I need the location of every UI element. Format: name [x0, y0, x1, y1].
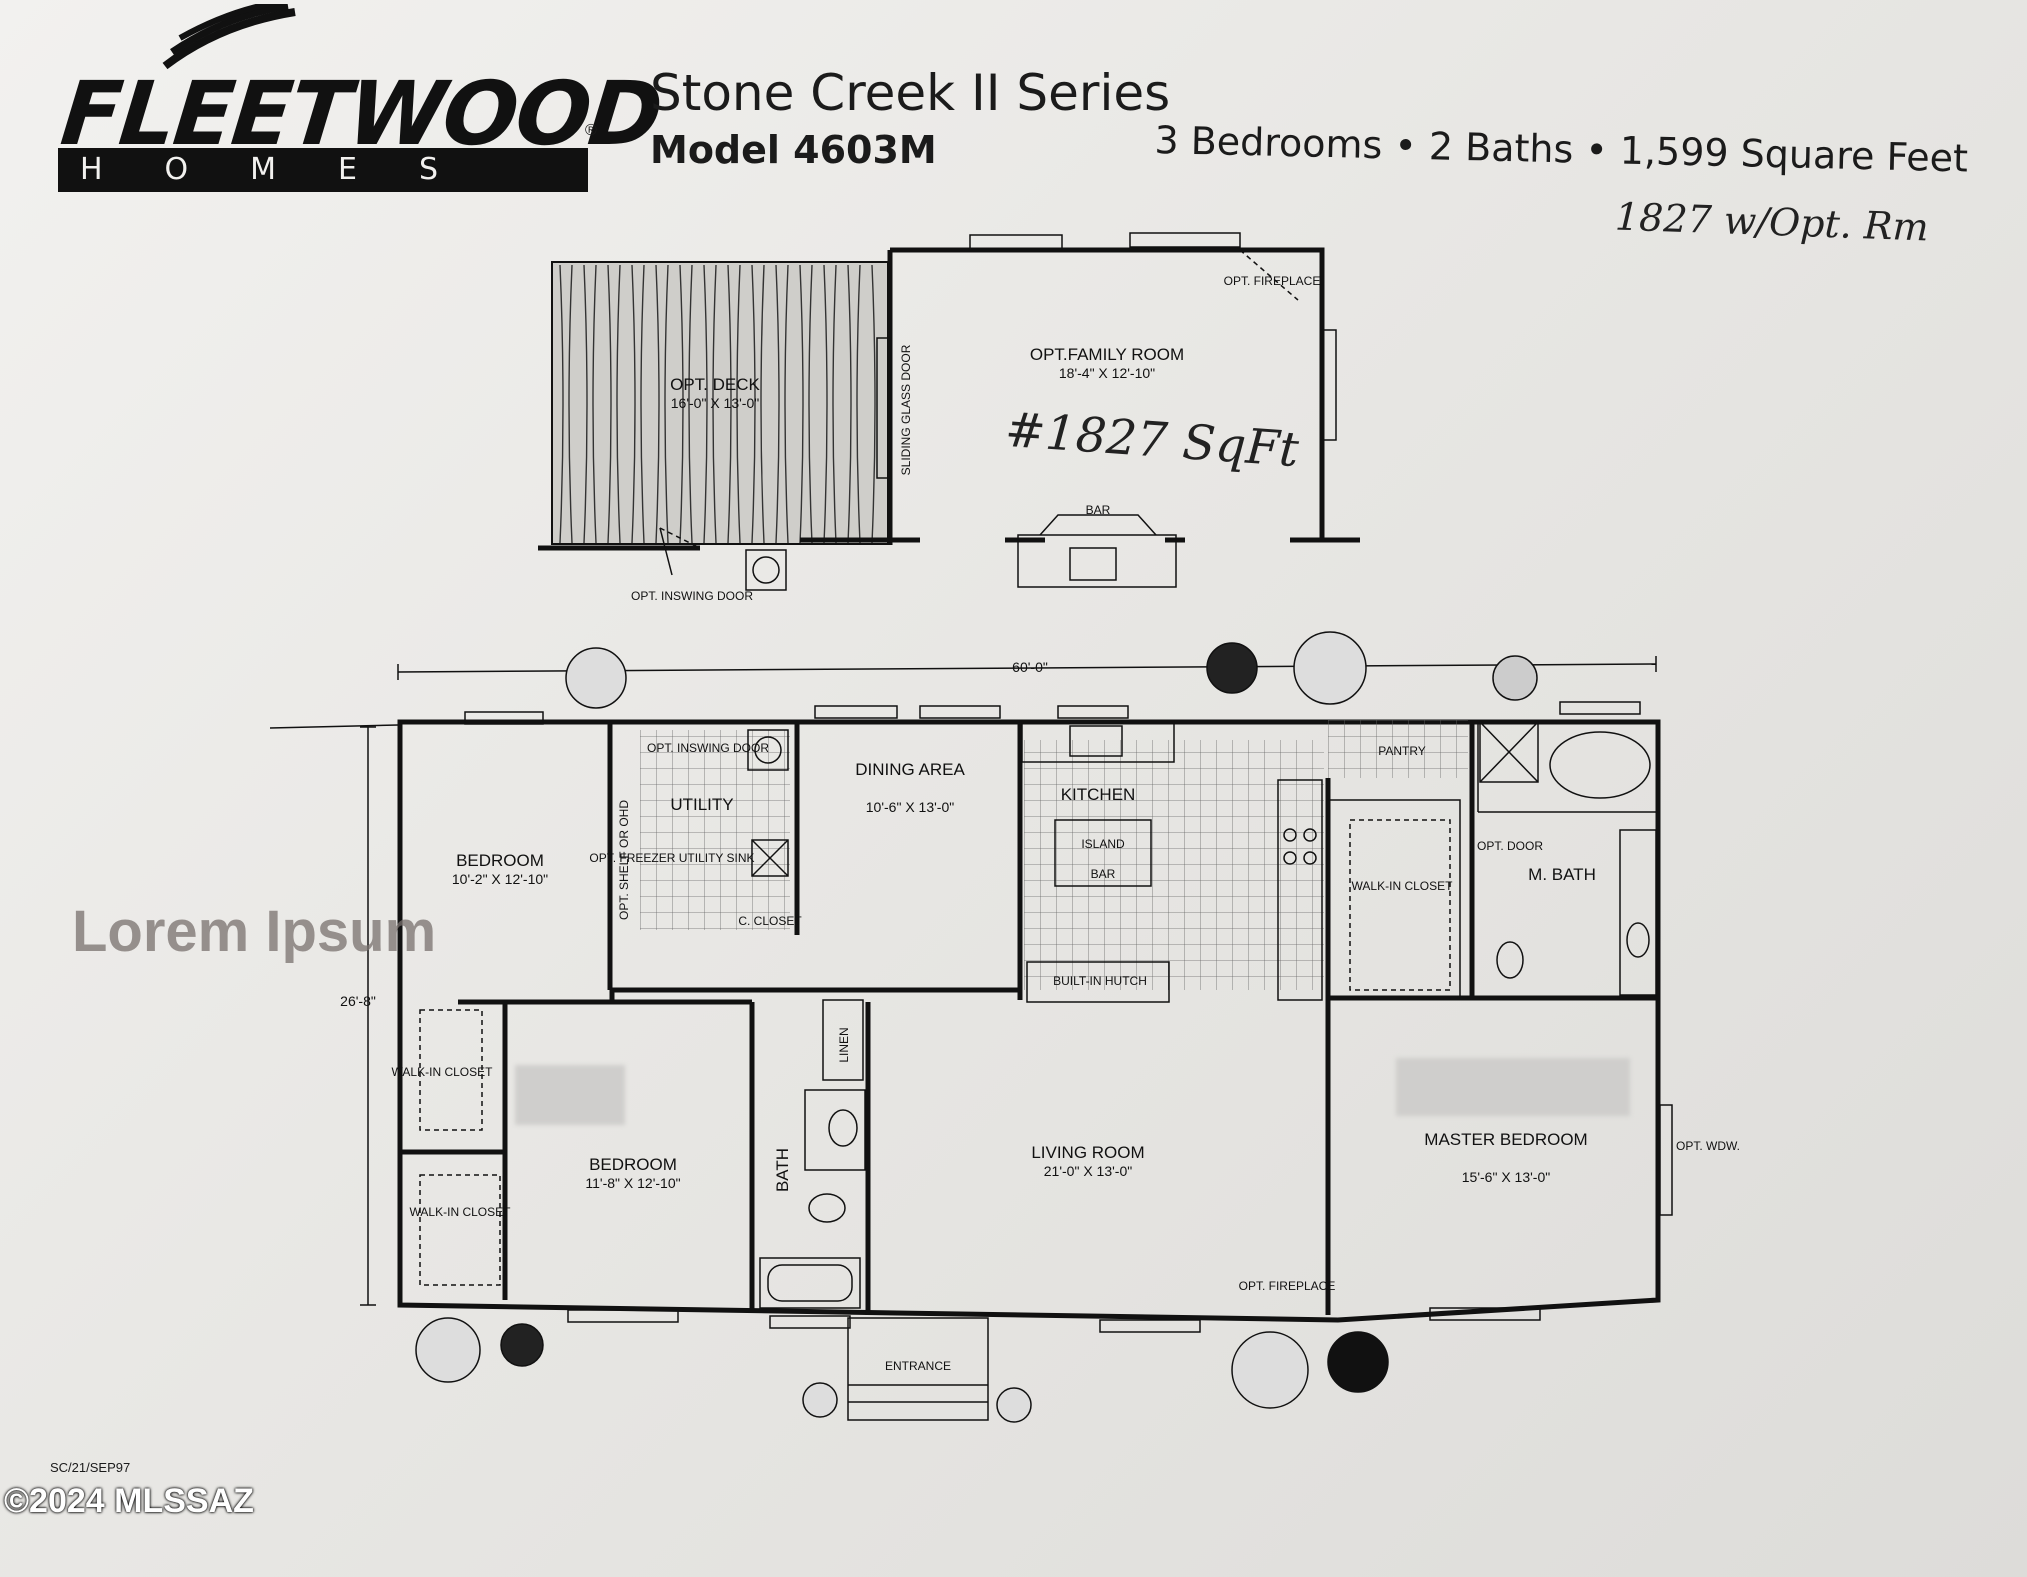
living-room-dim: 21'-0" X 13'-0"	[1044, 1163, 1132, 1179]
island-bar-label: BAR	[1091, 867, 1116, 881]
family-room-walls	[538, 232, 1360, 591]
kitchen-tile	[419, 720, 1657, 1309]
walkin-master-label: WALK-IN CLOSET	[1352, 879, 1454, 893]
overall-width: 60'-0"	[1012, 659, 1048, 675]
opt-fireplace-top: OPT. FIREPLACE	[1224, 274, 1321, 288]
opt-window-label: OPT. WDW.	[1676, 1139, 1740, 1153]
bar-label: BAR	[1086, 503, 1111, 517]
master-bedroom-dim: 15'-6" X 13'-0"	[1462, 1169, 1550, 1185]
entrance-label: ENTRANCE	[885, 1359, 951, 1373]
watermark: Lorem Ipsum	[72, 899, 437, 964]
deck-hatch	[551, 261, 889, 545]
series-title: Stone Creek II Series	[650, 64, 1171, 122]
bedroom1-dim: 10'-2" X 12'-10"	[452, 871, 548, 887]
walkin2-label: WALK-IN CLOSET	[410, 1205, 512, 1219]
linen-label: LINEN	[837, 1027, 851, 1062]
shrubs	[415, 631, 1538, 1423]
living-room-label: LIVING ROOM	[1031, 1143, 1144, 1162]
model-title: Model 4603M	[650, 128, 937, 172]
redaction-box-1	[515, 1065, 625, 1125]
logo-swoosh	[160, 4, 300, 74]
entrance-steps	[847, 1317, 989, 1421]
bedroom1-label: BEDROOM	[456, 851, 544, 870]
master-bath-label: M. BATH	[1528, 865, 1596, 884]
redaction-box-2	[1396, 1058, 1630, 1116]
bath-label: BATH	[773, 1148, 792, 1192]
master-bedroom-label: MASTER BEDROOM	[1424, 1130, 1587, 1149]
utility-closet: C. CLOSET	[738, 914, 802, 928]
overall-depth: 26'-8"	[340, 993, 376, 1009]
walkin1-label: WALK-IN CLOSET	[392, 1065, 494, 1079]
copyright: ©2024 MLSSAZ	[4, 1482, 254, 1520]
opt-fireplace-label: OPT. FIREPLACE	[1239, 1279, 1336, 1293]
utility-freezer: OPT. FREEZER UTILITY SINK	[589, 851, 754, 865]
family-room-dim: 18'-4" X 12'-10"	[1059, 365, 1155, 381]
utility-door: OPT. INSWING DOOR	[647, 741, 769, 755]
registered-mark: ®	[585, 122, 597, 139]
utility-shelf: OPT. SHELF OR OHD	[617, 800, 631, 920]
deck-dim: 16'-0" X 13'-0"	[671, 395, 759, 411]
pantry-label: PANTRY	[1378, 744, 1426, 758]
windows	[464, 701, 1673, 1333]
island-label: ISLAND	[1081, 837, 1125, 851]
sliding-glass-door: SLIDING GLASS DOOR	[899, 344, 913, 475]
dining-label: DINING AREA	[855, 760, 965, 779]
bedroom2-label: BEDROOM	[589, 1155, 677, 1174]
inswing-door-top: OPT. INSWING DOOR	[631, 589, 753, 603]
deck-label: OPT. DECK	[670, 375, 760, 394]
kitchen-label: KITCHEN	[1061, 785, 1136, 804]
master-bath-door: OPT. DOOR	[1477, 839, 1543, 853]
brand-sub: HOMES	[58, 148, 588, 192]
utility-label: UTILITY	[670, 795, 733, 814]
print-stamp: SC/21/SEP97	[50, 1460, 131, 1475]
hutch-label: BUILT-IN HUTCH	[1053, 974, 1147, 988]
family-room-label: OPT.FAMILY ROOM	[1030, 345, 1184, 364]
bedroom2-dim: 11'-8" X 12'-10"	[585, 1175, 680, 1191]
dining-dim: 10'-6" X 13'-0"	[866, 799, 954, 815]
